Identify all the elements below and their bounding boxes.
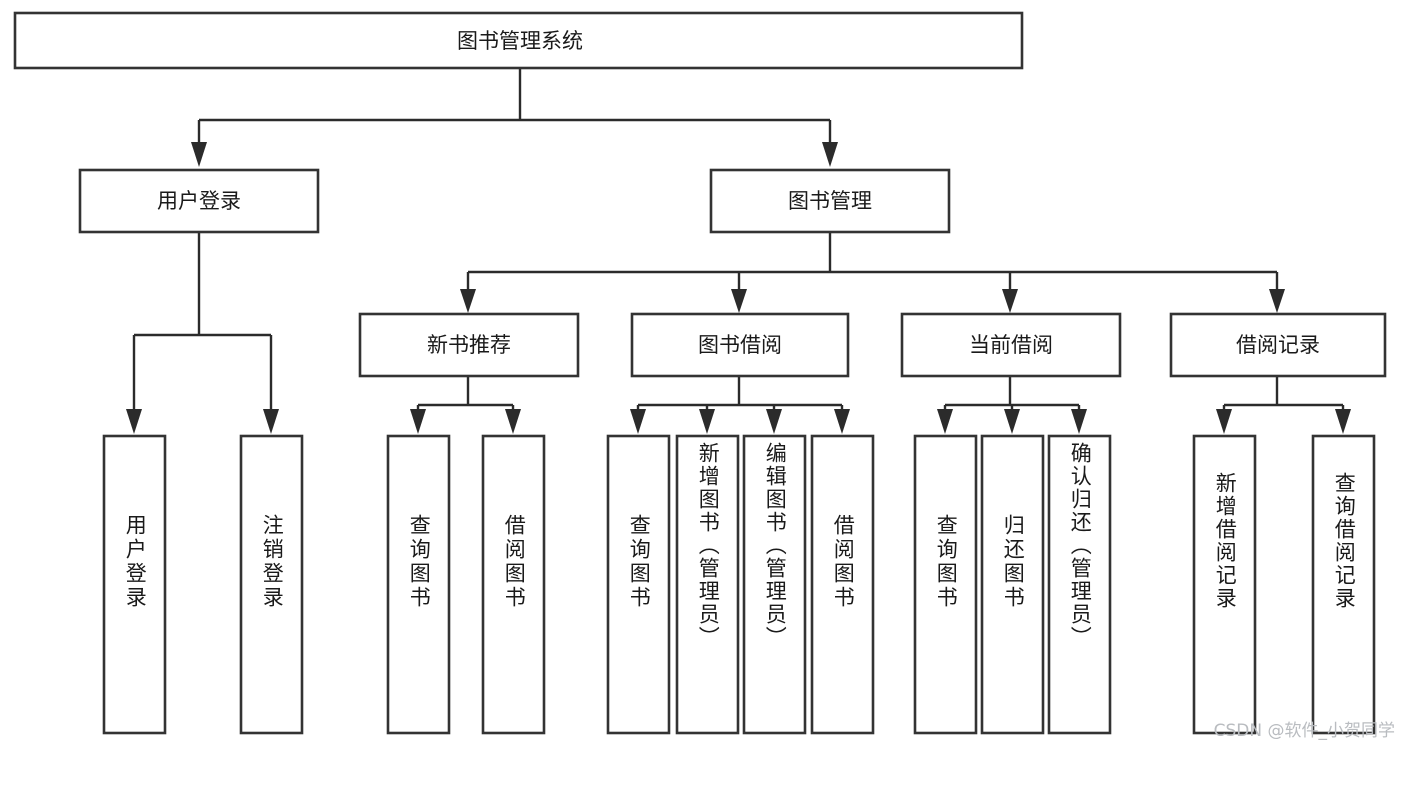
arrow-current-borrow-leaf-3 <box>1071 409 1087 434</box>
leaf-box-current-borrow-2[interactable] <box>980 434 1045 735</box>
node-book-manage-label: 图书管理 <box>788 189 872 213</box>
arrow-new-book-leaf-1 <box>410 409 426 434</box>
node-book-borrow-label: 图书借阅 <box>698 333 782 357</box>
leaf-box-current-borrow-1[interactable] <box>913 434 978 735</box>
node-book-manage-box[interactable] <box>709 168 951 234</box>
arrow-root-to-book-manage <box>822 142 838 167</box>
node-book-manage[interactable]: 图书管理 <box>709 168 951 234</box>
node-root[interactable]: 图书管理系统 <box>13 11 1024 70</box>
node-new-book-recommend[interactable]: 新书推荐 <box>358 312 580 378</box>
node-root-box[interactable] <box>13 11 1024 70</box>
node-user-login-box[interactable] <box>78 168 320 234</box>
node-current-borrow-box[interactable] <box>900 312 1122 378</box>
tree-diagram-svg: 图书管理系统 用户登录 图书管理 新书推荐 图书借阅 当前借阅 借阅记录 <box>13 11 1387 735</box>
watermark-text: CSDN @软件_小贺同学 <box>1213 721 1395 741</box>
arrow-borrow-record-leaf-1 <box>1216 409 1232 434</box>
arrow-user-login-leaf-2 <box>263 409 279 434</box>
connector-layer <box>126 68 1351 434</box>
leaf-box-book-borrow-4[interactable] <box>810 434 875 735</box>
node-user-login[interactable]: 用户登录 <box>78 168 320 234</box>
node-book-borrow[interactable]: 图书借阅 <box>630 312 850 378</box>
arrow-user-login-leaf-1 <box>126 409 142 434</box>
node-current-borrow[interactable]: 当前借阅 <box>900 312 1122 378</box>
arrow-book-borrow-leaf-4 <box>834 409 850 434</box>
arrow-to-borrow-record <box>1269 289 1285 313</box>
diagram-canvas: 图书管理系统 用户登录 图书管理 新书推荐 图书借阅 当前借阅 借阅记录 <box>13 11 1395 741</box>
arrow-book-borrow-leaf-2 <box>699 409 715 434</box>
arrow-to-book-borrow <box>731 289 747 313</box>
node-root-label: 图书管理系统 <box>457 29 583 53</box>
arrow-current-borrow-leaf-2 <box>1004 409 1020 434</box>
leaf-box-layer <box>102 434 1376 735</box>
arrow-borrow-record-leaf-2 <box>1335 409 1351 434</box>
leaf-box-book-borrow-2[interactable] <box>675 434 740 735</box>
arrow-book-borrow-leaf-1 <box>630 409 646 434</box>
arrow-book-borrow-leaf-3 <box>766 409 782 434</box>
leaf-box-current-borrow-3[interactable] <box>1047 434 1112 735</box>
arrow-root-to-user-login <box>191 142 207 167</box>
node-borrow-record-box[interactable] <box>1169 312 1387 378</box>
arrow-to-current-borrow <box>1002 289 1018 313</box>
node-new-book-recommend-label: 新书推荐 <box>427 333 511 357</box>
leaf-box-new-book-2[interactable] <box>481 434 546 735</box>
leaf-box-borrow-record-2[interactable] <box>1311 434 1376 735</box>
leaf-box-new-book-1[interactable] <box>386 434 451 735</box>
leaf-box-user-login-1[interactable] <box>102 434 167 735</box>
node-new-book-recommend-box[interactable] <box>358 312 580 378</box>
arrow-new-book-leaf-2 <box>505 409 521 434</box>
leaf-box-user-login-2[interactable] <box>239 434 304 735</box>
node-book-borrow-box[interactable] <box>630 312 850 378</box>
node-borrow-record[interactable]: 借阅记录 <box>1169 312 1387 378</box>
arrow-current-borrow-leaf-1 <box>937 409 953 434</box>
node-borrow-record-label: 借阅记录 <box>1236 333 1320 357</box>
arrow-to-new-book-recommend <box>460 289 476 313</box>
node-current-borrow-label: 当前借阅 <box>969 333 1053 357</box>
leaf-box-book-borrow-3[interactable] <box>742 434 807 735</box>
node-user-login-label: 用户登录 <box>157 189 241 213</box>
leaf-box-borrow-record-1[interactable] <box>1192 434 1257 735</box>
leaf-box-book-borrow-1[interactable] <box>606 434 671 735</box>
